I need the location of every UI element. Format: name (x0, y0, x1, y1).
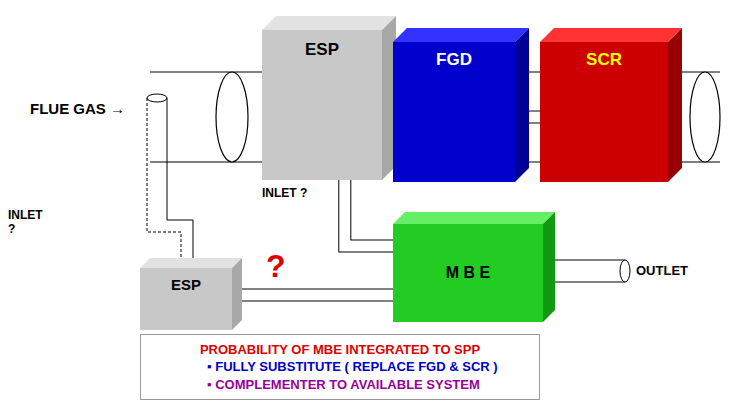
note-item: ▪ FULLY SUBSTITUTE ( REPLACE FGD & SCR ) (207, 358, 498, 376)
inlet-label: INLET ? (8, 208, 52, 236)
note-box: PROBABILITY OF MBE INTEGRATED TO SPP▪ FU… (140, 334, 540, 400)
flow-label: FLUE GAS → (30, 100, 125, 117)
box-label: ESP (171, 276, 201, 293)
note-heading: PROBABILITY OF MBE INTEGRATED TO SPP (200, 341, 480, 359)
pipe-bore (232, 290, 393, 301)
box-side-face (668, 28, 682, 182)
scr-box: SCR (540, 42, 668, 182)
box-top-face (540, 28, 682, 42)
pipe-wall (232, 289, 393, 302)
box-side-face (543, 212, 555, 322)
box-label: FGD (436, 50, 472, 70)
pipe-wall (345, 180, 393, 246)
pipe-bore (345, 180, 393, 246)
pipe-connector (345, 180, 393, 246)
box-top-face (393, 28, 529, 42)
question-mark: ? (266, 248, 286, 285)
fgd-box: FGD (393, 42, 515, 182)
outlet-pipe (548, 260, 625, 261)
note-item: ▪ COMPLEMENTER TO AVAILABLE SYSTEM (207, 376, 480, 394)
inlet-pipe (167, 98, 193, 268)
inlet-pipe (147, 98, 181, 268)
outlet-pipe (548, 282, 625, 283)
esp-box: ESP (140, 268, 232, 330)
duct-opening (216, 72, 248, 162)
box-top-face (393, 212, 555, 224)
box-label: SCR (586, 50, 622, 70)
box-top-face (140, 258, 242, 268)
duct-opening (690, 72, 720, 162)
box-label: M B E (446, 264, 490, 282)
inlet-label: INLET ? (262, 186, 307, 200)
box-top-face (262, 16, 396, 30)
box-side-face (232, 258, 242, 330)
box-side-face (515, 28, 529, 182)
pipe-opening (147, 94, 167, 102)
pipe-connector (232, 295, 393, 296)
mbe-box: M B E (393, 224, 543, 322)
outlet-label: OUTLET (636, 263, 688, 278)
pipe-opening (620, 260, 630, 282)
esp-box: ESP (262, 30, 382, 180)
box-label: ESP (305, 40, 339, 60)
